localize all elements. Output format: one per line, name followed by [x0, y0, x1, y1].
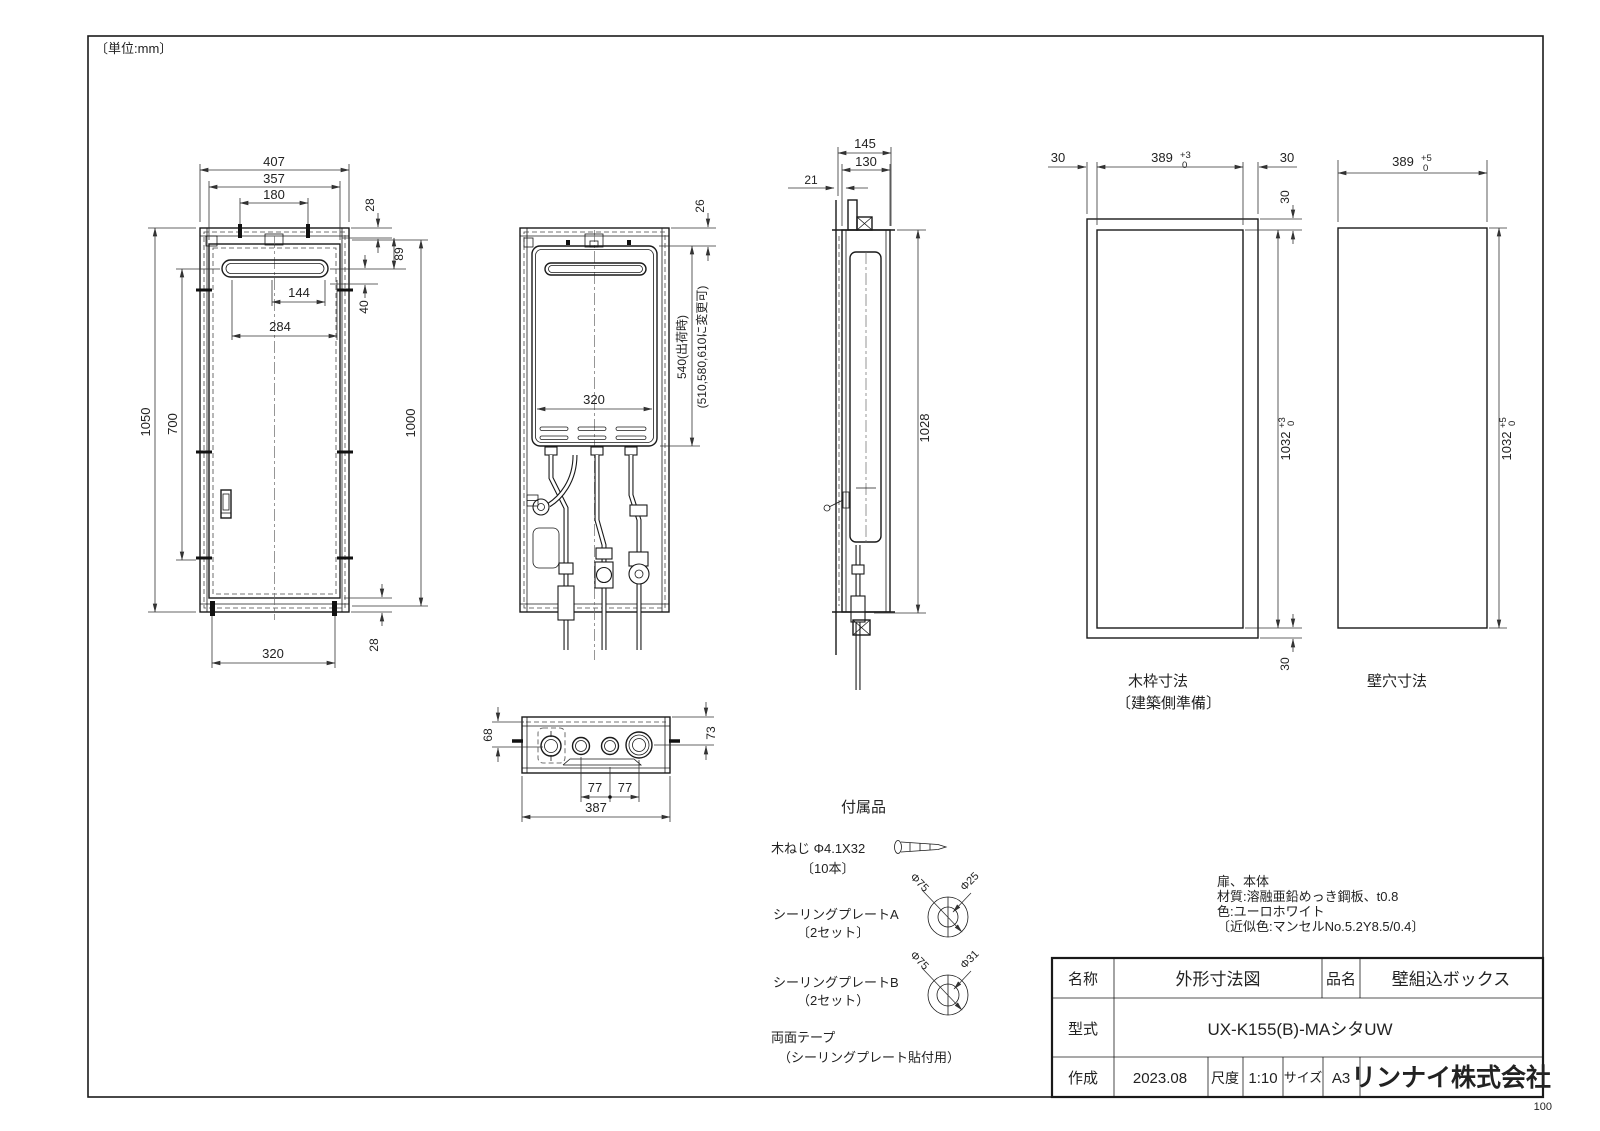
svg-text:389: 389 — [1392, 154, 1414, 169]
title-item-label: 品名 — [1326, 971, 1356, 988]
title-model-label: 型式 — [1068, 1021, 1098, 1038]
title-block: 名称 外形寸法図 品名 壁組込ボックス 型式 UX-K155(B)-MAシタUW… — [1050, 956, 1551, 1099]
svg-text:(510,580,610に変更可): (510,580,610に変更可) — [694, 286, 709, 409]
accessories-title: 付属品 — [841, 799, 886, 816]
side-view — [823, 199, 895, 690]
svg-text:30: 30 — [1280, 150, 1294, 165]
front-view-dimensions: 407 357 180 28 89 40 144 284 1050 — [138, 154, 428, 668]
svg-text:+3: +3 — [1180, 150, 1191, 161]
svg-text:シーリングプレートA: シーリングプレートA — [773, 907, 899, 922]
page-number: 100 — [1534, 1101, 1552, 1113]
svg-text:30: 30 — [1051, 150, 1065, 165]
svg-text:0: 0 — [1286, 421, 1297, 426]
svg-text:89: 89 — [392, 247, 406, 261]
svg-text:320: 320 — [583, 392, 605, 407]
title-name-value: 外形寸法図 — [1176, 970, 1261, 989]
svg-text:材質:溶融亜鉛めっき鋼板、t0.8: 材質:溶融亜鉛めっき鋼板、t0.8 — [1217, 889, 1398, 904]
svg-text:700: 700 — [165, 413, 180, 435]
svg-text:284: 284 — [269, 319, 291, 334]
svg-text:68: 68 — [481, 728, 495, 742]
svg-text:21: 21 — [804, 173, 818, 187]
title-size-value: A3 — [1332, 1070, 1350, 1087]
svg-text:1050: 1050 — [138, 408, 153, 437]
company-name: リンナイ株式会社 — [1351, 1063, 1551, 1092]
svg-text:28: 28 — [367, 638, 381, 652]
svg-text:Φ75: Φ75 — [907, 949, 930, 972]
svg-text:両面テープ: 両面テープ — [771, 1030, 835, 1045]
svg-text:シーリングプレートB: シーリングプレートB — [773, 975, 899, 990]
svg-text:〔2セット〕: 〔2セット〕 — [797, 925, 869, 940]
svg-text:407: 407 — [263, 154, 285, 169]
material-note: 扉、本体 材質:溶融亜鉛めっき鋼板、t0.8 色:ユーロホワイト 〔近似色:マン… — [1217, 874, 1424, 934]
svg-text:〔建築側準備〕: 〔建築側準備〕 — [1116, 694, 1221, 712]
side-view-dimensions: 145 130 21 1028 — [788, 136, 932, 614]
svg-text:1028: 1028 — [917, 414, 932, 443]
svg-text:1032: 1032 — [1499, 432, 1514, 461]
svg-text:扉、本体: 扉、本体 — [1217, 874, 1269, 889]
wood-screw-icon — [894, 840, 948, 854]
svg-text:26: 26 — [693, 199, 707, 213]
sealing-plate-a-icon: Φ75 Φ25 — [907, 870, 982, 938]
svg-text:77: 77 — [618, 780, 632, 795]
frame-view — [1086, 218, 1259, 639]
frame-view-label: 木枠寸法 — [1128, 673, 1188, 690]
title-size-label: サイズ — [1284, 1070, 1323, 1085]
svg-text:320: 320 — [262, 646, 284, 661]
svg-text:1000: 1000 — [403, 409, 418, 438]
svg-text:30: 30 — [1278, 190, 1292, 204]
front-view — [196, 224, 353, 620]
title-item-value: 壁組込ボックス — [1392, 970, 1511, 989]
svg-text:145: 145 — [854, 136, 876, 151]
open-view — [519, 227, 670, 660]
svg-text:+3: +3 — [1277, 417, 1288, 428]
svg-text:（シーリングプレート貼付用）: （シーリングプレート貼付用） — [778, 1050, 960, 1065]
svg-text:40: 40 — [357, 300, 371, 314]
bottom-view — [512, 716, 680, 774]
open-view-dimensions: 26 540(出荷時) (510,580,610に変更可) 320 — [536, 199, 716, 447]
bottom-view-dimensions: 68 73 77 77 387 — [481, 702, 718, 822]
svg-text:+5: +5 — [1421, 153, 1432, 164]
svg-text:1032: 1032 — [1278, 432, 1293, 461]
svg-text:144: 144 — [288, 285, 310, 300]
hole-view-label: 壁穴寸法 — [1367, 673, 1427, 690]
svg-text:387: 387 — [585, 800, 607, 815]
sealing-plate-b-icon: Φ75 Φ31 — [907, 948, 982, 1016]
svg-text:73: 73 — [704, 726, 718, 740]
frame-view-dimensions: 30 389 +3 0 30 30 1032 +3 0 30 木枠寸法 〔建築側… — [1048, 150, 1302, 712]
title-name-label: 名称 — [1068, 971, 1098, 988]
svg-text:（2セット）: （2セット） — [797, 993, 869, 1008]
svg-text:0: 0 — [1507, 421, 1518, 426]
svg-text:28: 28 — [363, 198, 377, 212]
svg-text:〔10本〕: 〔10本〕 — [801, 861, 854, 876]
svg-text:+5: +5 — [1498, 417, 1509, 428]
hole-view-dimensions: 389 +5 0 1032 +5 0 壁穴寸法 — [1337, 153, 1518, 690]
svg-text:Φ25: Φ25 — [958, 870, 981, 893]
svg-text:Φ31: Φ31 — [958, 948, 981, 971]
svg-text:0: 0 — [1423, 163, 1428, 174]
svg-text:30: 30 — [1278, 657, 1292, 671]
svg-text:180: 180 — [263, 187, 285, 202]
svg-text:540(出荷時): 540(出荷時) — [675, 315, 689, 379]
svg-text:0: 0 — [1182, 160, 1187, 171]
title-model-value: UX-K155(B)-MAシタUW — [1207, 1020, 1392, 1039]
svg-text:77: 77 — [588, 780, 602, 795]
svg-text:〔近似色:マンセルNo.5.2Y8.5/0.4〕: 〔近似色:マンセルNo.5.2Y8.5/0.4〕 — [1217, 919, 1424, 934]
units-label: 〔単位:mm〕 — [95, 41, 172, 56]
svg-text:Φ75: Φ75 — [907, 871, 930, 894]
svg-text:389: 389 — [1151, 150, 1173, 165]
accessories: 付属品 木ねじ Φ4.1X32 〔10本〕 シーリングプレートA 〔2セット〕 … — [771, 799, 982, 1065]
title-date-label: 作成 — [1068, 1070, 1098, 1087]
title-scale-value: 1:10 — [1248, 1070, 1277, 1087]
svg-text:130: 130 — [855, 154, 877, 169]
title-scale-label: 尺度 — [1211, 1070, 1239, 1086]
svg-text:色:ユーロホワイト: 色:ユーロホワイト — [1217, 904, 1325, 919]
svg-text:木ねじ Φ4.1X32: 木ねじ Φ4.1X32 — [771, 841, 865, 856]
title-date-value: 2023.08 — [1133, 1070, 1187, 1087]
hole-view — [1337, 227, 1488, 629]
sheet-border — [87, 35, 1544, 1098]
svg-text:357: 357 — [263, 171, 285, 186]
